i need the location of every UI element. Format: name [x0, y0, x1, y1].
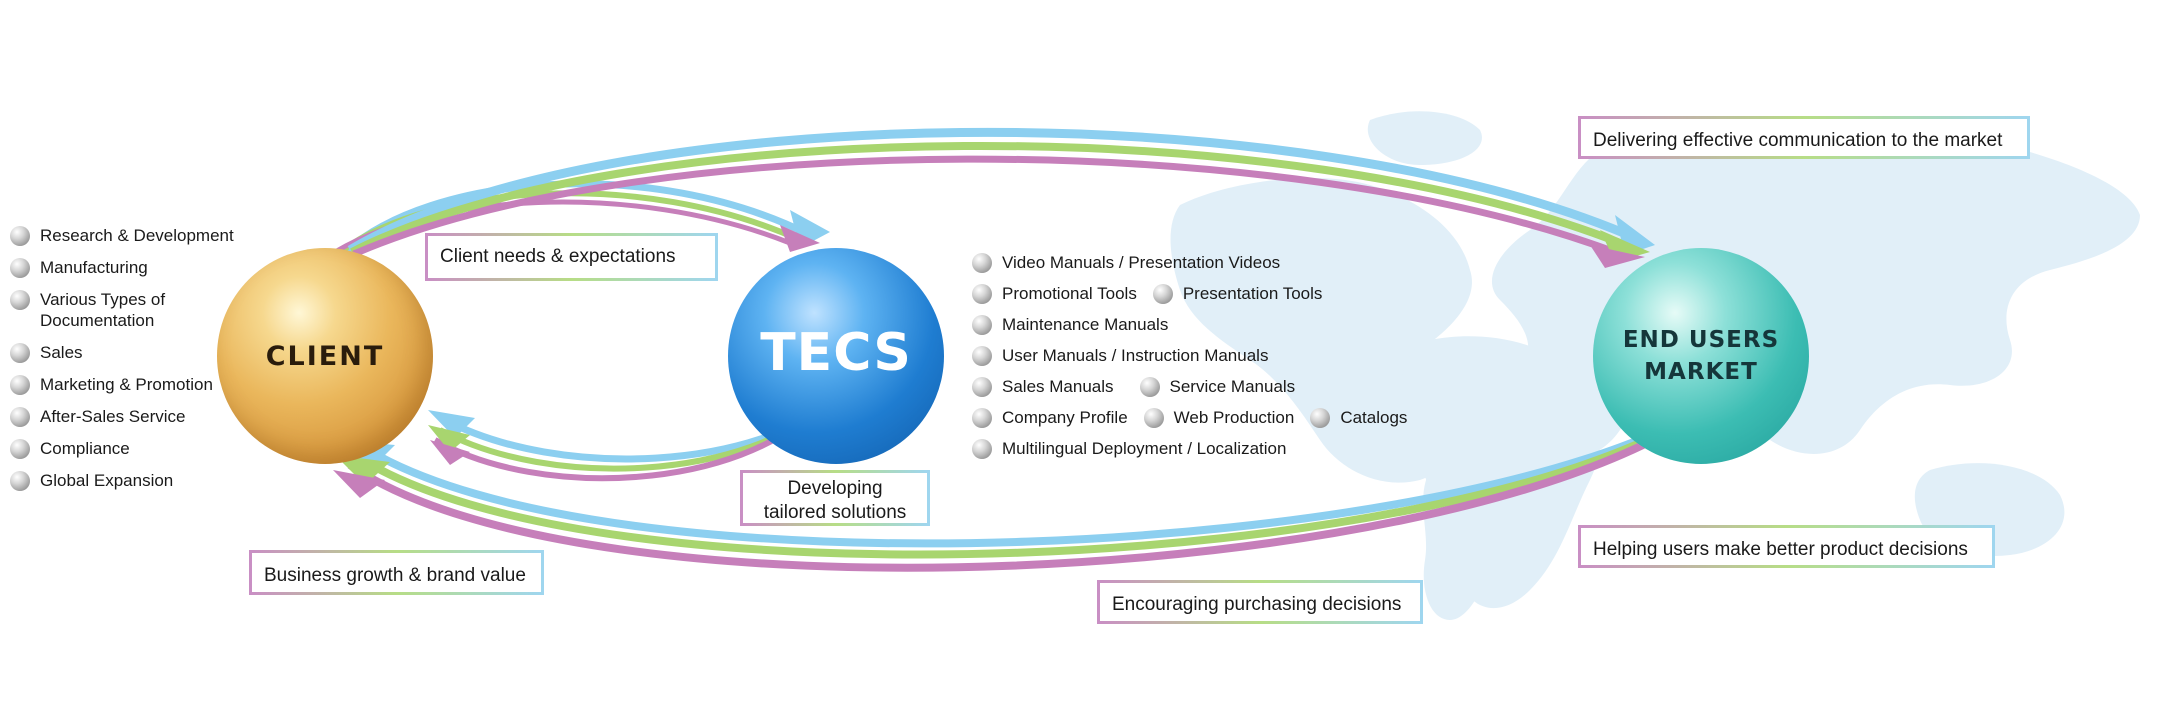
bullet-icon: [10, 375, 30, 395]
client-activity-item: Marketing & Promotion: [10, 374, 240, 395]
arrow-client-to-market: [347, 127, 1655, 268]
service-item: Video Manuals / Presentation Videos: [972, 252, 1280, 274]
bullet-icon: [972, 439, 992, 459]
bullet-icon: [1152, 284, 1173, 304]
market-sphere-label: END USERS MARKET: [1622, 327, 1780, 385]
service-row: Promotional Tools Presentation Tools: [972, 283, 1338, 305]
client-activity-item: After-Sales Service: [10, 406, 240, 427]
client-activity-item: Manufacturing: [10, 257, 240, 278]
tecs-sphere-label: TECS: [760, 323, 912, 383]
service-item: User Manuals / Instruction Manuals: [972, 345, 1268, 367]
business-growth-label: Business growth & brand value: [249, 550, 544, 595]
bullet-icon: [972, 253, 992, 273]
service-row: Multilingual Deployment / Localization: [972, 438, 1302, 460]
bullet-icon: [1143, 408, 1164, 428]
client-activity-item: Sales: [10, 342, 240, 363]
tecs-sphere: TECS: [728, 248, 944, 464]
bullet-icon: [1310, 408, 1331, 428]
bullet-icon: [10, 290, 30, 310]
bullet-icon: [10, 471, 30, 491]
client-needs-label: Client needs & expectations: [425, 233, 718, 281]
encouraging-purchasing-label: Encouraging purchasing decisions: [1097, 580, 1423, 624]
bullet-icon: [972, 284, 992, 304]
bullet-icon: [10, 226, 30, 246]
client-sphere-label: CLIENT: [265, 340, 385, 372]
service-item: Presentation Tools: [1152, 283, 1322, 305]
service-item: Sales Manuals: [972, 376, 1114, 398]
client-activity-item: Research & Development: [10, 225, 240, 246]
service-row: Video Manuals / Presentation Videos: [972, 252, 1296, 274]
tailored-solutions-label: Developing tailored solutions: [740, 470, 930, 526]
service-row: User Manuals / Instruction Manuals: [972, 345, 1284, 367]
service-item: Catalogs: [1310, 407, 1407, 429]
helping-users-label: Helping users make better product decisi…: [1578, 525, 1995, 568]
service-row: Sales Manuals Service Manuals: [972, 376, 1311, 398]
service-item: Web Production: [1143, 407, 1294, 429]
delivering-communication-label: Delivering effective communication to th…: [1578, 116, 2030, 159]
bullet-icon: [972, 346, 992, 366]
service-item: Maintenance Manuals: [972, 314, 1168, 336]
client-activity-item: Various Types of Documentation: [10, 289, 240, 331]
bullet-icon: [972, 377, 992, 397]
service-item: Promotional Tools: [972, 283, 1137, 305]
bullet-icon: [10, 258, 30, 278]
client-sphere: CLIENT: [217, 248, 433, 464]
client-activity-item: Compliance: [10, 438, 240, 459]
bullet-icon: [10, 407, 30, 427]
service-item: Multilingual Deployment / Localization: [972, 438, 1286, 460]
client-activity-item: Global Expansion: [10, 470, 240, 491]
service-item: Service Manuals: [1139, 376, 1295, 398]
bullet-icon: [972, 315, 992, 335]
client-activities-list: Research & Development Manufacturing Var…: [10, 225, 240, 502]
service-item: Company Profile: [972, 407, 1128, 429]
service-row: Company Profile Web Production Catalogs: [972, 407, 1423, 429]
bullet-icon: [1139, 377, 1160, 397]
bullet-icon: [10, 343, 30, 363]
end-users-market-sphere: END USERS MARKET: [1593, 248, 1809, 464]
bullet-icon: [10, 439, 30, 459]
service-row: Maintenance Manuals: [972, 314, 1184, 336]
bullet-icon: [972, 408, 992, 428]
